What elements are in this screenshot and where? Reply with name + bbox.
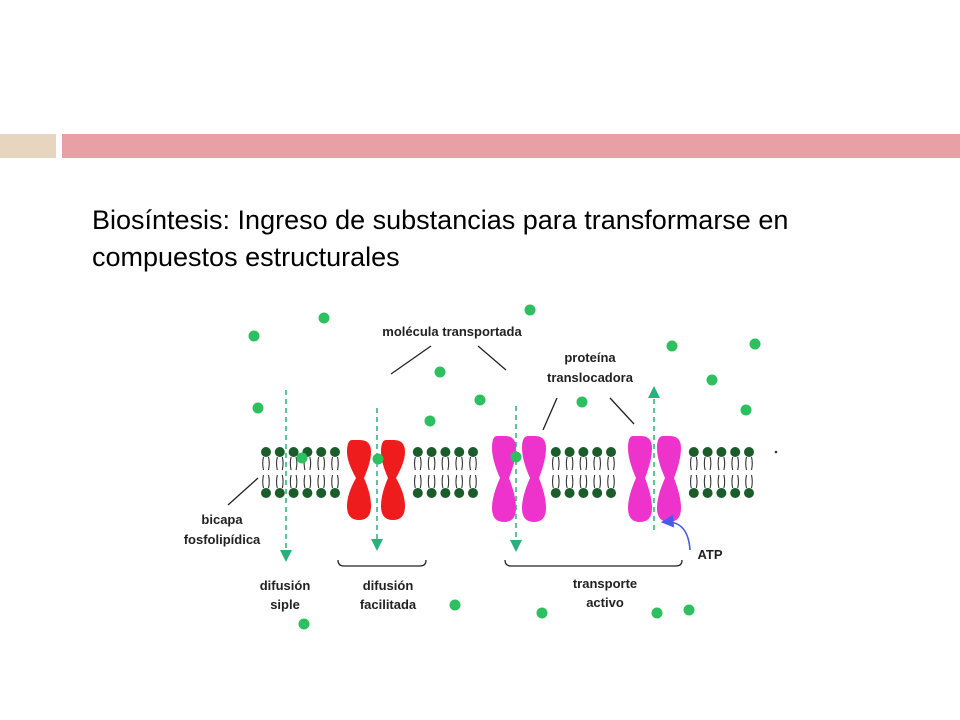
label-molecule: molécula transportada xyxy=(382,324,522,339)
phospholipid xyxy=(261,447,271,498)
accent-bar-left xyxy=(0,134,56,158)
phospholipid xyxy=(274,447,285,498)
phospholipid xyxy=(688,447,699,498)
phospholipid xyxy=(716,447,727,498)
brackets xyxy=(337,559,683,567)
phospholipid xyxy=(730,447,741,498)
phospholipid xyxy=(606,447,616,498)
label-atp: ATP xyxy=(697,547,722,562)
accent-bar-right xyxy=(62,134,960,158)
carrier-protein-open xyxy=(492,436,546,522)
label-protein-line2: translocadora xyxy=(547,370,634,385)
label-simple-line2: siple xyxy=(270,597,300,612)
carrier-protein-active xyxy=(628,436,681,522)
label-active-line1: transporte xyxy=(573,576,637,591)
phospholipid xyxy=(564,447,575,498)
label-facilitated-line1: difusión xyxy=(363,578,414,593)
phospholipid xyxy=(578,447,589,498)
phospholipid xyxy=(302,447,313,498)
slide-title: Biosíntesis: Ingreso de substancias para… xyxy=(92,205,789,272)
label-protein-line1: proteína xyxy=(564,350,616,365)
label-active-line2: activo xyxy=(586,595,624,610)
phospholipid xyxy=(426,447,437,498)
label-simple-line1: difusión xyxy=(260,578,311,593)
phospholipid xyxy=(468,447,478,498)
membrane-end-dot xyxy=(774,450,778,454)
transported-molecules xyxy=(248,304,761,630)
phospholipid xyxy=(592,447,603,498)
label-bilayer-line1: bicapa xyxy=(201,512,243,527)
phospholipid xyxy=(744,447,754,498)
label-facilitated-line2: facilitada xyxy=(360,597,417,612)
phospholipid xyxy=(440,447,451,498)
label-bilayer-line2: fosfolipídica xyxy=(184,532,261,547)
phospholipid xyxy=(412,447,423,498)
phospholipid xyxy=(550,447,561,498)
channel-protein xyxy=(347,440,405,520)
phospholipid xyxy=(702,447,713,498)
phospholipid xyxy=(330,447,340,498)
phospholipid xyxy=(288,447,299,498)
phospholipid xyxy=(316,447,327,498)
phospholipid-bilayer xyxy=(261,447,754,498)
pointer-lines xyxy=(227,345,635,506)
phospholipid xyxy=(454,447,465,498)
atp-arrow xyxy=(660,514,691,551)
